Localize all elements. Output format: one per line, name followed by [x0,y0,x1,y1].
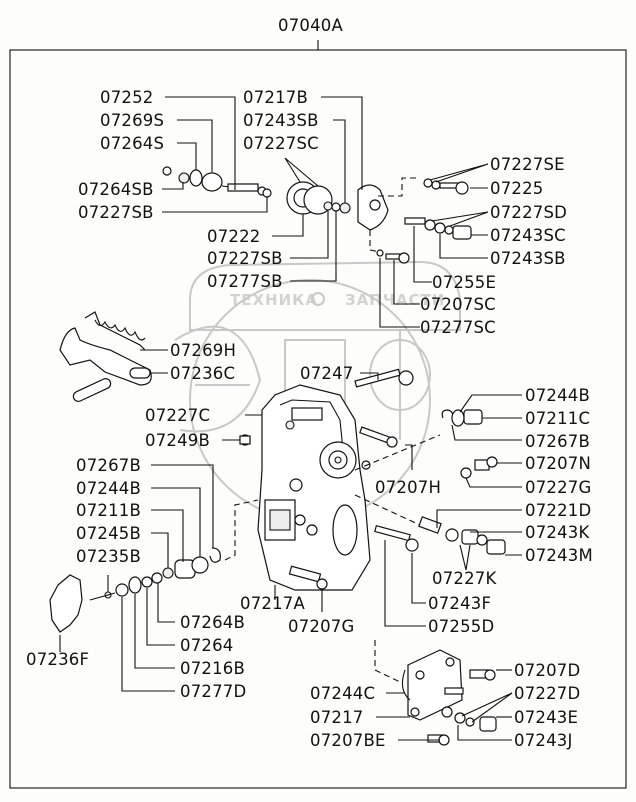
part-label-07264: 07264 [180,636,234,655]
part-label-07217b: 07217B [243,88,308,107]
part-label-07207g: 07207G [288,617,354,636]
part-label-07244b-a: 07244B [525,386,590,405]
part-label-07252: 07252 [100,88,154,107]
part-label-07243sb-b: 07243SB [490,249,566,268]
part-label-07227sb-b: 07227SB [207,249,283,268]
bottom-cover-group [374,640,497,746]
part-label-07211c: 07211C [525,409,590,428]
part-label-07216b: 07216B [180,659,245,678]
part-label-07217a: 07217A [240,594,305,613]
lever-group [59,311,152,402]
part-label-07227se: 07227SE [490,155,565,174]
watermark-logo-e [174,325,262,433]
part-label-07244c: 07244C [310,684,375,703]
part-label-07222: 07222 [207,227,261,246]
plunger-group-top-left [162,166,272,198]
part-label-07243sc: 07243SC [490,226,566,245]
part-label-07225: 07225 [490,179,544,198]
part-label-07255d: 07255D [428,617,494,636]
part-label-07207d: 07207D [514,661,580,680]
leader-lines [59,96,522,741]
part-label-07207h: 07207H [375,478,441,497]
part-label-07267b-b: 07267B [76,456,141,475]
part-label-07207sc: 07207SC [420,295,496,314]
part-label-07267b-a: 07267B [525,432,590,451]
part-label-07227sc: 07227SC [243,134,319,153]
part-label-07243sb-a: 07243SB [243,111,319,130]
part-label-07227sb-a: 07227SB [78,203,154,222]
part-labels: 07252 07269S 07264S 07264SB 07227SB 07217B 072… [26,88,593,750]
part-label-07277sc: 07277SC [420,318,496,337]
part-label-07243j: 07243J [514,731,573,750]
part-label-07207n: 07207N [525,454,591,473]
part-label-07211b: 07211B [76,501,141,520]
part-label-07227k: 07227K [432,569,497,588]
part-label-07264b: 07264B [180,613,245,632]
part-label-07221d: 07221D [525,501,591,520]
gear-icon [311,292,325,306]
part-label-07269h: 07269H [170,341,236,360]
part-label-07235b: 07235B [76,547,141,566]
part-label-07227g: 07227G [525,478,591,497]
part-label-07243m: 07243M [525,546,593,565]
part-label-07247: 07247 [300,364,354,383]
top-right-fasteners [369,177,472,264]
part-label-07227sd: 07227SD [490,203,567,222]
part-label-07255e: 07255E [432,273,496,292]
part-label-07207be: 07207BE [310,731,386,750]
part-label-07277sb: 07277SB [207,272,283,291]
part-label-07243e: 07243E [514,708,578,727]
part-label-07245b: 07245B [76,524,141,543]
part-label-07227c: 07227C [145,406,210,425]
assembly-label: 07040A [278,16,343,35]
part-label-07264sb: 07264SB [78,180,154,199]
part-label-07269s: 07269S [100,111,164,130]
part-label-07243f: 07243F [428,594,491,613]
part-label-07217: 07217 [310,708,364,727]
part-label-07236c: 07236C [170,364,235,383]
governor-housing [257,384,371,591]
diaphragm-group [286,181,389,231]
part-label-07236f: 07236F [26,650,89,669]
part-label-07264s: 07264S [100,134,164,153]
diagram-frame [9,49,627,789]
part-label-07277d: 07277D [180,682,246,701]
part-label-07243k: 07243K [525,523,590,542]
part-label-07244b-b: 07244B [76,479,141,498]
part-label-07227d: 07227D [514,684,580,703]
part-label-07249b: 07249B [145,431,210,450]
